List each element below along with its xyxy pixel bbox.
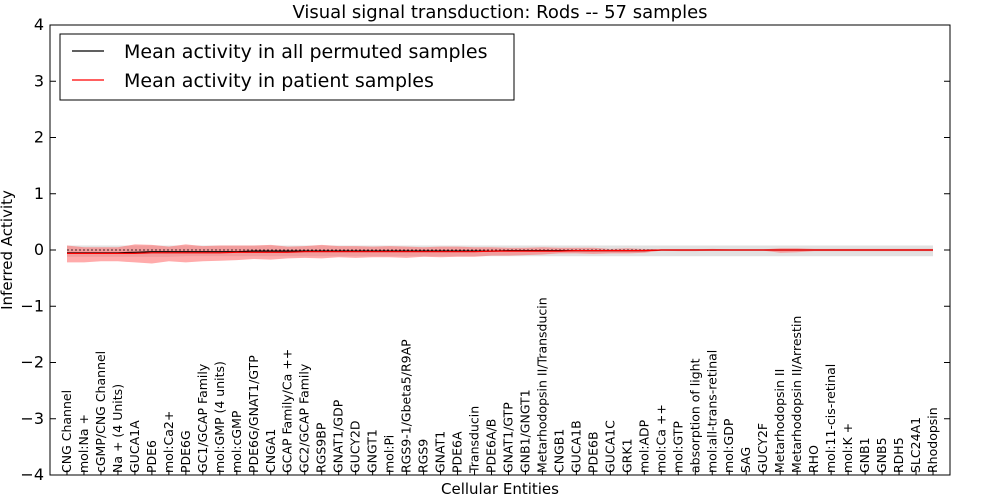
legend-label-series-2: Mean activity in patient samples bbox=[124, 70, 434, 92]
x-tick-label: CNG Channel bbox=[59, 390, 74, 473]
legend-box bbox=[59, 33, 515, 101]
x-tick-label: Metarhodopsin II/Arrestin bbox=[789, 316, 804, 473]
x-tick-label: GUCA1B bbox=[568, 420, 583, 473]
x-tick-label: mol:ADP bbox=[636, 419, 651, 473]
band-series-2 bbox=[67, 244, 933, 264]
x-tick-label: SLC24A1 bbox=[908, 417, 923, 473]
x-tick-label: Rhodopsin bbox=[925, 407, 940, 473]
y-tick-label: 0 bbox=[34, 240, 44, 259]
x-tick-label: GRK1 bbox=[619, 438, 634, 473]
x-tick-label: Metarhodopsin II/Transducin bbox=[535, 297, 550, 473]
series-lines bbox=[67, 249, 933, 254]
y-tick-label: 2 bbox=[34, 128, 44, 147]
chart-title: Visual signal transduction: Rods -- 57 s… bbox=[292, 2, 707, 23]
x-tick-label: RGS9BP bbox=[314, 422, 329, 473]
x-tick-label: GUCY2D bbox=[348, 420, 363, 473]
x-tick-label: RGS9-1/Gbeta5/R9AP bbox=[399, 339, 414, 473]
x-tick-label: Transducin bbox=[467, 406, 482, 474]
y-tick-label: 4 bbox=[34, 15, 44, 34]
x-tick-label: PDE6G/GNAT1/GTP bbox=[246, 355, 261, 473]
legend-label-series-1: Mean activity in all permuted samples bbox=[124, 41, 487, 63]
y-tick-label: 3 bbox=[34, 71, 44, 90]
x-tick-label: GUCA1C bbox=[602, 420, 617, 473]
x-tick-label: GNGT1 bbox=[365, 429, 380, 473]
y-tick-label: 1 bbox=[34, 184, 44, 203]
x-tick-label: mol:all-trans-retinal bbox=[704, 350, 719, 473]
x-tick-label: mol:Pi bbox=[382, 435, 397, 473]
x-tick-label: mol:K + bbox=[840, 423, 855, 473]
x-tick-label: absorption of light bbox=[687, 358, 702, 473]
x-tick-label: GCAP Family/Ca ++ bbox=[280, 349, 295, 473]
x-tick-label: cGMP/CNG Channel bbox=[93, 351, 108, 473]
y-axis-label: Inferred Activity bbox=[0, 190, 16, 310]
x-tick-label: RGS9 bbox=[416, 439, 431, 473]
x-tick-label: GNAT1 bbox=[433, 431, 448, 473]
y-tick-label: −3 bbox=[20, 409, 44, 428]
x-tick-label: mol:GMP (4 units) bbox=[212, 361, 227, 473]
x-tick-label: PDE6G bbox=[178, 430, 193, 473]
y-tick-label: −4 bbox=[20, 465, 44, 484]
x-tick-label: CNGB1 bbox=[551, 429, 566, 473]
y-axis-ticks: −4 −3 −2 −1 0 1 2 3 4 bbox=[20, 15, 950, 484]
x-axis-label: Cellular Entities bbox=[441, 480, 559, 498]
x-tick-label: GC2/GCAP Family bbox=[297, 363, 312, 473]
x-tick-label: GC1/GCAP Family bbox=[195, 363, 210, 473]
x-tick-label: mol:11-cis-retinal bbox=[823, 364, 838, 473]
legend: Mean activity in all permuted samplesMea… bbox=[59, 33, 515, 101]
x-tick-label: GNB1/GNGT1 bbox=[518, 389, 533, 473]
y-tick-label: −2 bbox=[20, 353, 44, 372]
x-tick-label: mol:GTP bbox=[670, 421, 685, 473]
x-tick-label: GUCY2F bbox=[755, 423, 770, 473]
x-tick-label: PDE6B bbox=[585, 431, 600, 473]
x-tick-label: GNAT1/GTP bbox=[501, 402, 516, 473]
y-tick-label: −1 bbox=[20, 296, 44, 315]
x-tick-label: GNAT1/GDP bbox=[331, 399, 346, 473]
x-tick-label: mol:Na + bbox=[76, 414, 91, 473]
x-tick-label: PDE6A bbox=[450, 431, 465, 473]
x-tick-label: RDH5 bbox=[891, 437, 906, 473]
x-tick-label: mol:Ca2+ bbox=[161, 411, 176, 473]
x-tick-label: CNGA1 bbox=[263, 429, 278, 473]
x-tick-label: GUCA1A bbox=[127, 420, 142, 473]
x-tick-label: RHO bbox=[806, 445, 821, 473]
x-tick-label: mol:cGMP bbox=[229, 410, 244, 473]
x-tick-label: PDE6A/B bbox=[484, 419, 499, 473]
x-tick-label: Metarhodopsin II bbox=[772, 369, 787, 473]
x-tick-label: Na + (4 Units) bbox=[110, 384, 125, 473]
x-tick-label: GNB5 bbox=[874, 437, 889, 473]
x-tick-label: SAG bbox=[738, 447, 753, 473]
x-tick-label: PDE6 bbox=[144, 440, 159, 473]
x-tick-label: mol:Ca ++ bbox=[653, 404, 668, 473]
x-tick-label: mol:GDP bbox=[721, 418, 736, 473]
line-series-2 bbox=[67, 249, 933, 254]
confidence-bands bbox=[67, 244, 933, 264]
x-tick-label: GNB1 bbox=[857, 437, 872, 473]
